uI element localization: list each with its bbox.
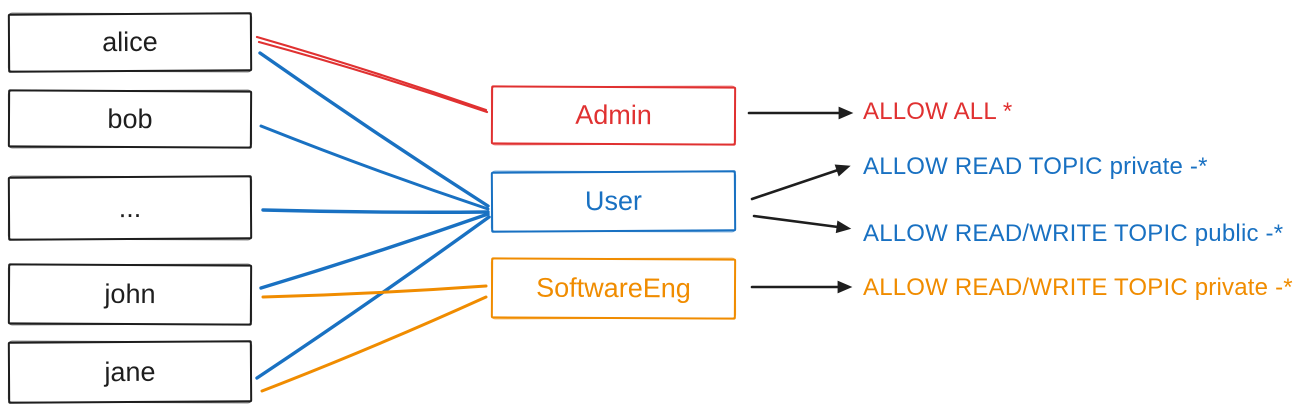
edge-jane-user [255, 215, 491, 380]
permission-read-topic-private: ALLOW READ TOPIC private -* [863, 152, 1208, 182]
permission-readwrite-topic-private: ALLOW READ/WRITE TOPIC private -* [863, 273, 1293, 303]
role-label-admin: Admin [575, 99, 652, 131]
user-box-alice: alice [7, 12, 253, 73]
user-box-jane: jane [7, 340, 253, 404]
permission-allow-all: ALLOW ALL * [863, 97, 1012, 127]
arrow-user-readwrite-public [752, 214, 852, 234]
edge-alice-admin [255, 35, 488, 112]
permission-allow-all-text: ALLOW ALL * [863, 98, 1013, 125]
edge-jane-softwareeng [260, 295, 488, 393]
arrow-user-read-private [750, 164, 851, 201]
role-box-admin: Admin [490, 85, 737, 146]
edge-john-user [259, 212, 490, 290]
edge-alice-admin-stroke2 [257, 40, 489, 114]
user-label-john: john [104, 278, 156, 310]
edge-john-softwareeng [261, 284, 488, 299]
permission-readwrite-topic-private-text: ALLOW READ/WRITE TOPIC private -* [863, 274, 1293, 301]
permission-read-topic-private-text: ALLOW READ TOPIC private -* [863, 153, 1208, 180]
user-role-edges [255, 35, 491, 393]
role-permission-arrows [747, 106, 854, 294]
user-label-alice: alice [102, 26, 158, 58]
user-box-ellipsis: ... [7, 175, 253, 241]
edge-dots-user [261, 208, 490, 214]
role-label-user: User [584, 185, 643, 217]
user-box-john: john [7, 263, 253, 326]
user-label-ellipsis: ... [118, 192, 142, 223]
user-label-bob: bob [107, 103, 153, 134]
role-label-softwareeng: SoftwareEng [536, 272, 691, 304]
permission-readwrite-topic-public-text: ALLOW READ/WRITE TOPIC public -* [863, 220, 1284, 247]
user-label-jane: jane [104, 356, 156, 387]
role-box-user: User [490, 170, 737, 233]
edge-bob-user [259, 124, 490, 211]
permission-readwrite-topic-public: ALLOW READ/WRITE TOPIC public -* [863, 219, 1283, 249]
edge-alice-user [258, 51, 490, 208]
role-box-softwareeng: SoftwareEng [490, 257, 737, 320]
user-box-bob: bob [7, 89, 253, 149]
